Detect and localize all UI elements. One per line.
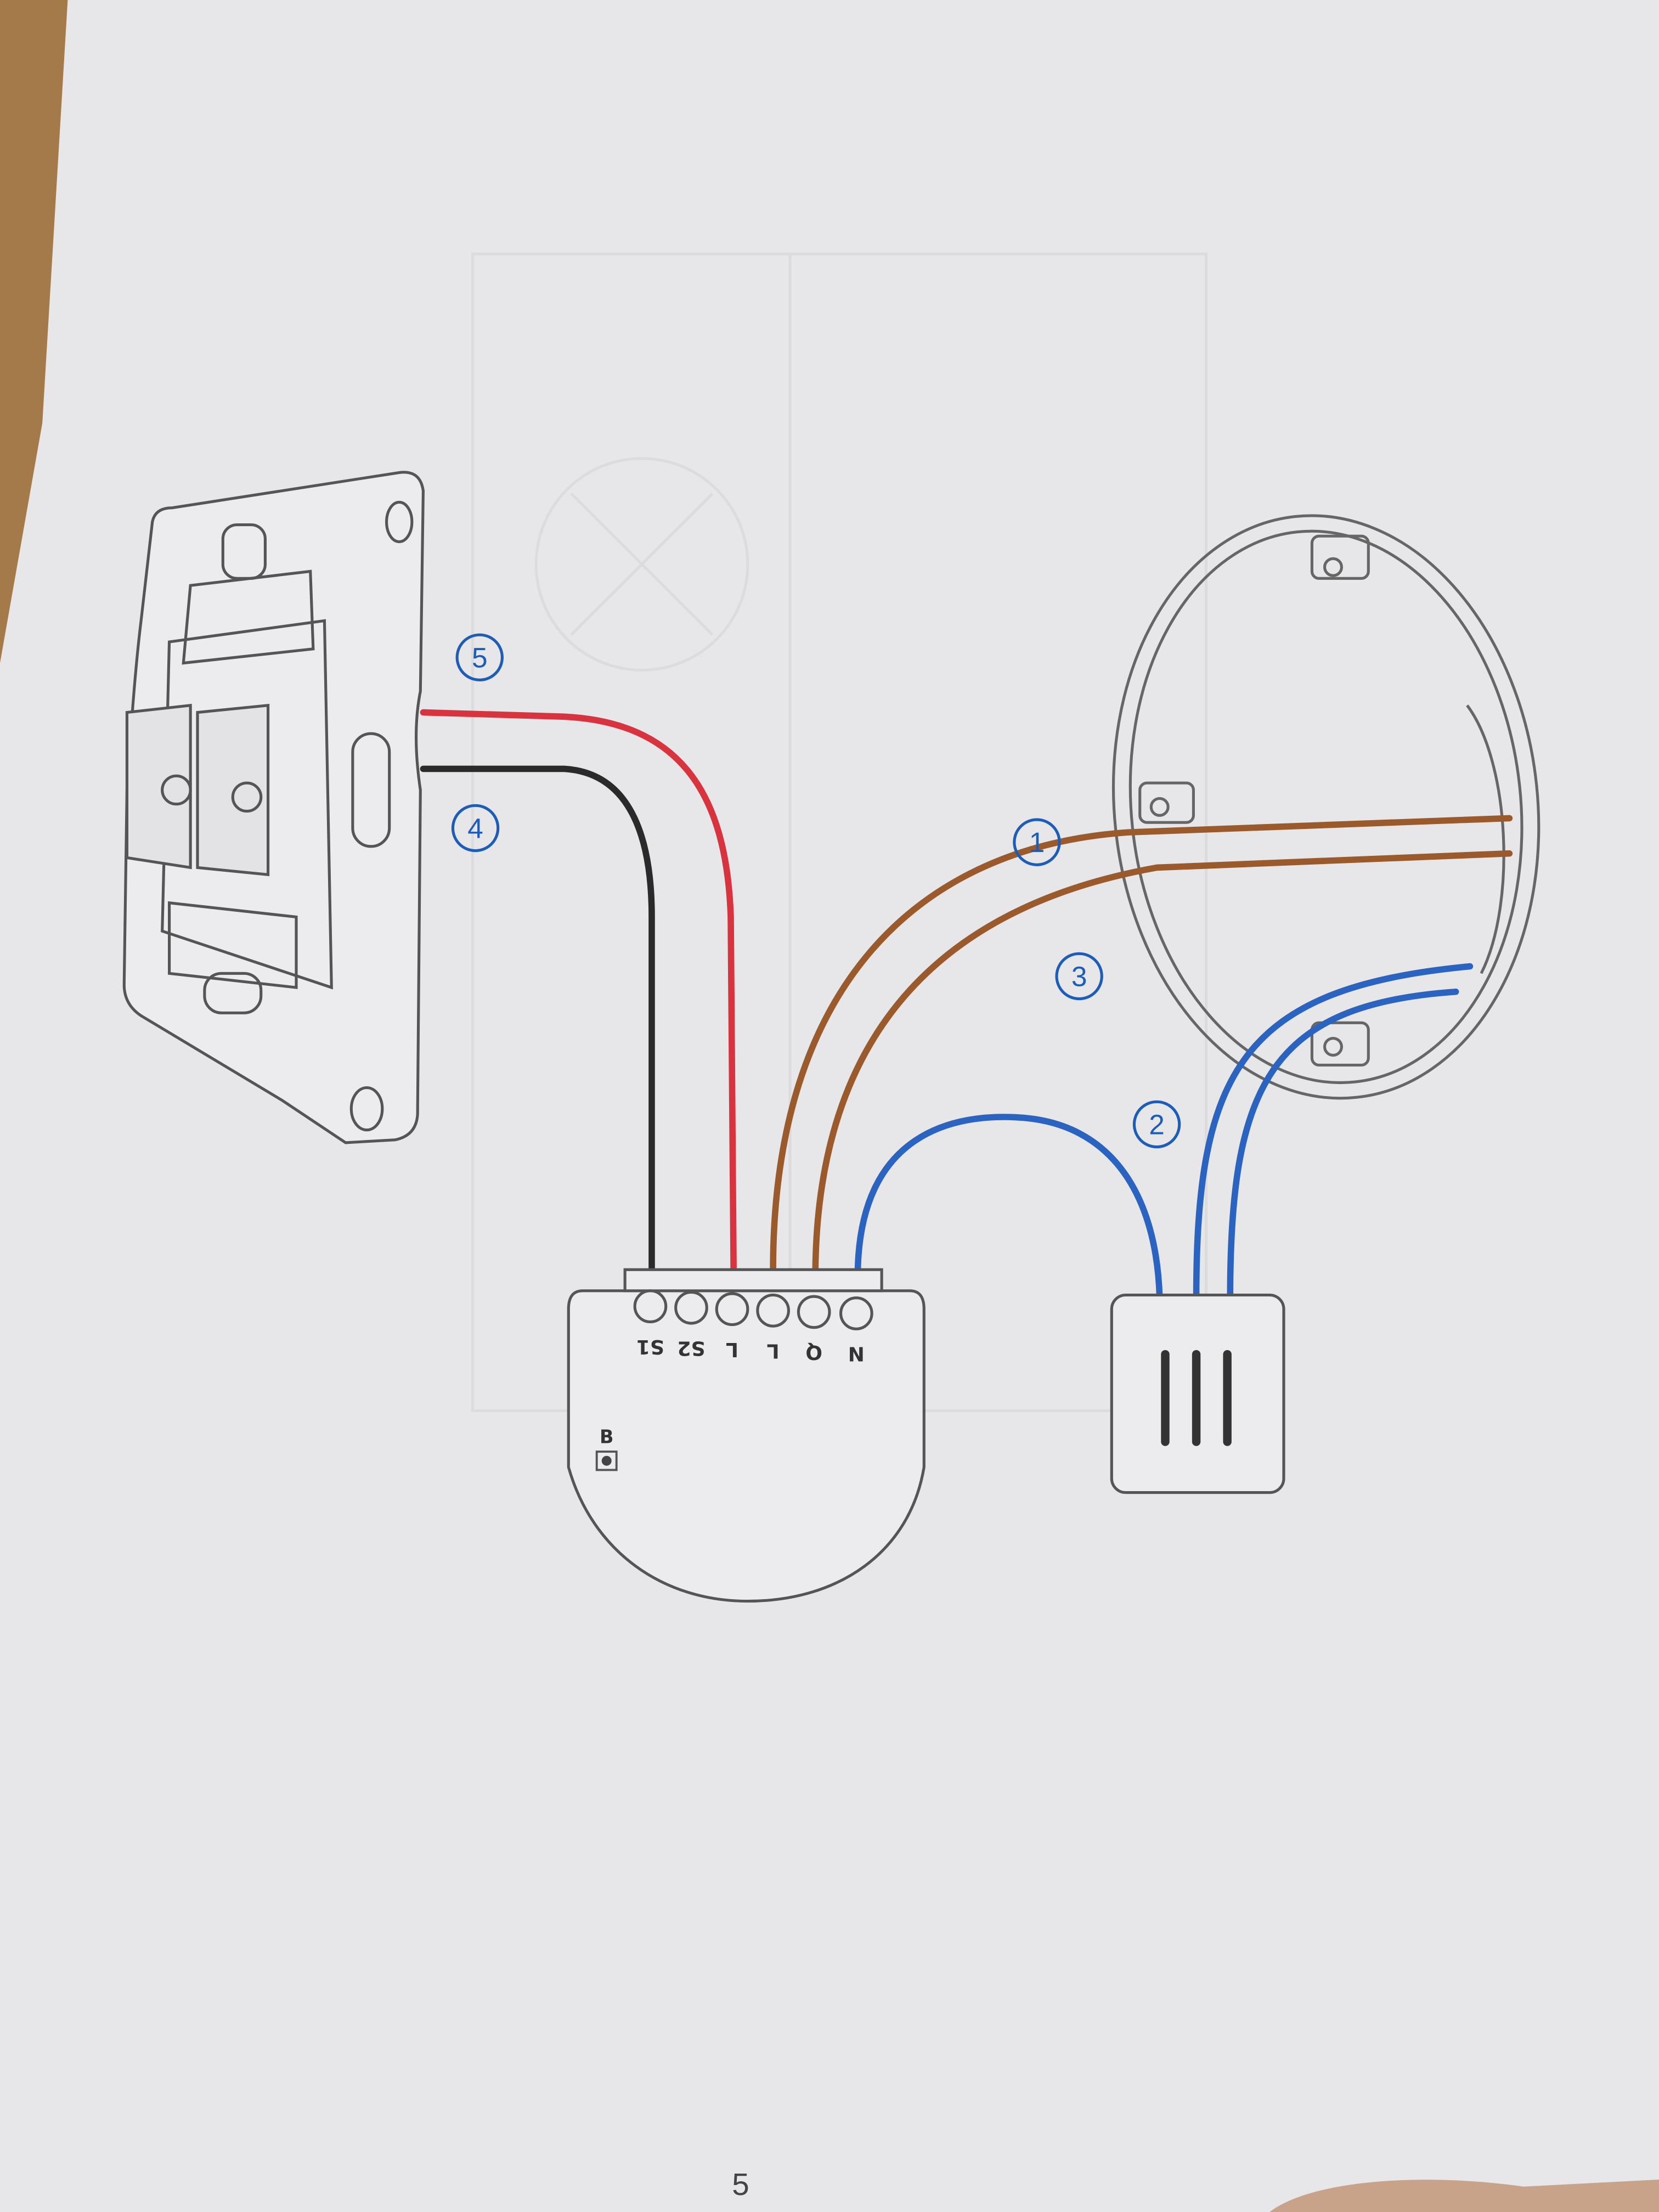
- finger: [1269, 2179, 1659, 2212]
- wire-black-4: [420, 765, 655, 1273]
- junction-box: [1111, 514, 1541, 1100]
- callout-3: 3: [1071, 960, 1087, 992]
- wire-blue-a: [1193, 963, 1474, 1301]
- wires: [420, 709, 1513, 1301]
- wire-connector: [1110, 1294, 1285, 1494]
- terminal-label-s2: S2: [678, 1336, 706, 1359]
- callout-2: 2: [1149, 1108, 1165, 1140]
- terminal-label-q: Q: [805, 1341, 822, 1363]
- terminal-screws: [633, 1289, 873, 1330]
- wire-red-5: [420, 709, 737, 1273]
- terminal-label-n: N: [848, 1342, 865, 1365]
- light-switch: [122, 471, 425, 1144]
- page-number: 5: [732, 2167, 749, 2202]
- wire-brown-3: [812, 850, 1513, 1273]
- callouts: 5 4 1 3 2: [451, 633, 1181, 1149]
- relay-module: S1 S2 L L Q N B: [567, 1268, 926, 1603]
- button-label: B: [600, 1426, 613, 1448]
- callout-5: 5: [472, 641, 488, 673]
- callout-4: 4: [467, 812, 483, 844]
- terminal-label-l1: L: [726, 1338, 738, 1361]
- wire-brown-1: [770, 815, 1513, 1273]
- wire-blue-b: [1227, 988, 1459, 1301]
- terminal-label-l2: L: [767, 1340, 780, 1362]
- callout-1: 1: [1029, 826, 1045, 858]
- terminal-label-s1: S1: [636, 1335, 664, 1358]
- button-icon: [595, 1451, 618, 1471]
- wire-blue-2: [854, 1114, 1163, 1301]
